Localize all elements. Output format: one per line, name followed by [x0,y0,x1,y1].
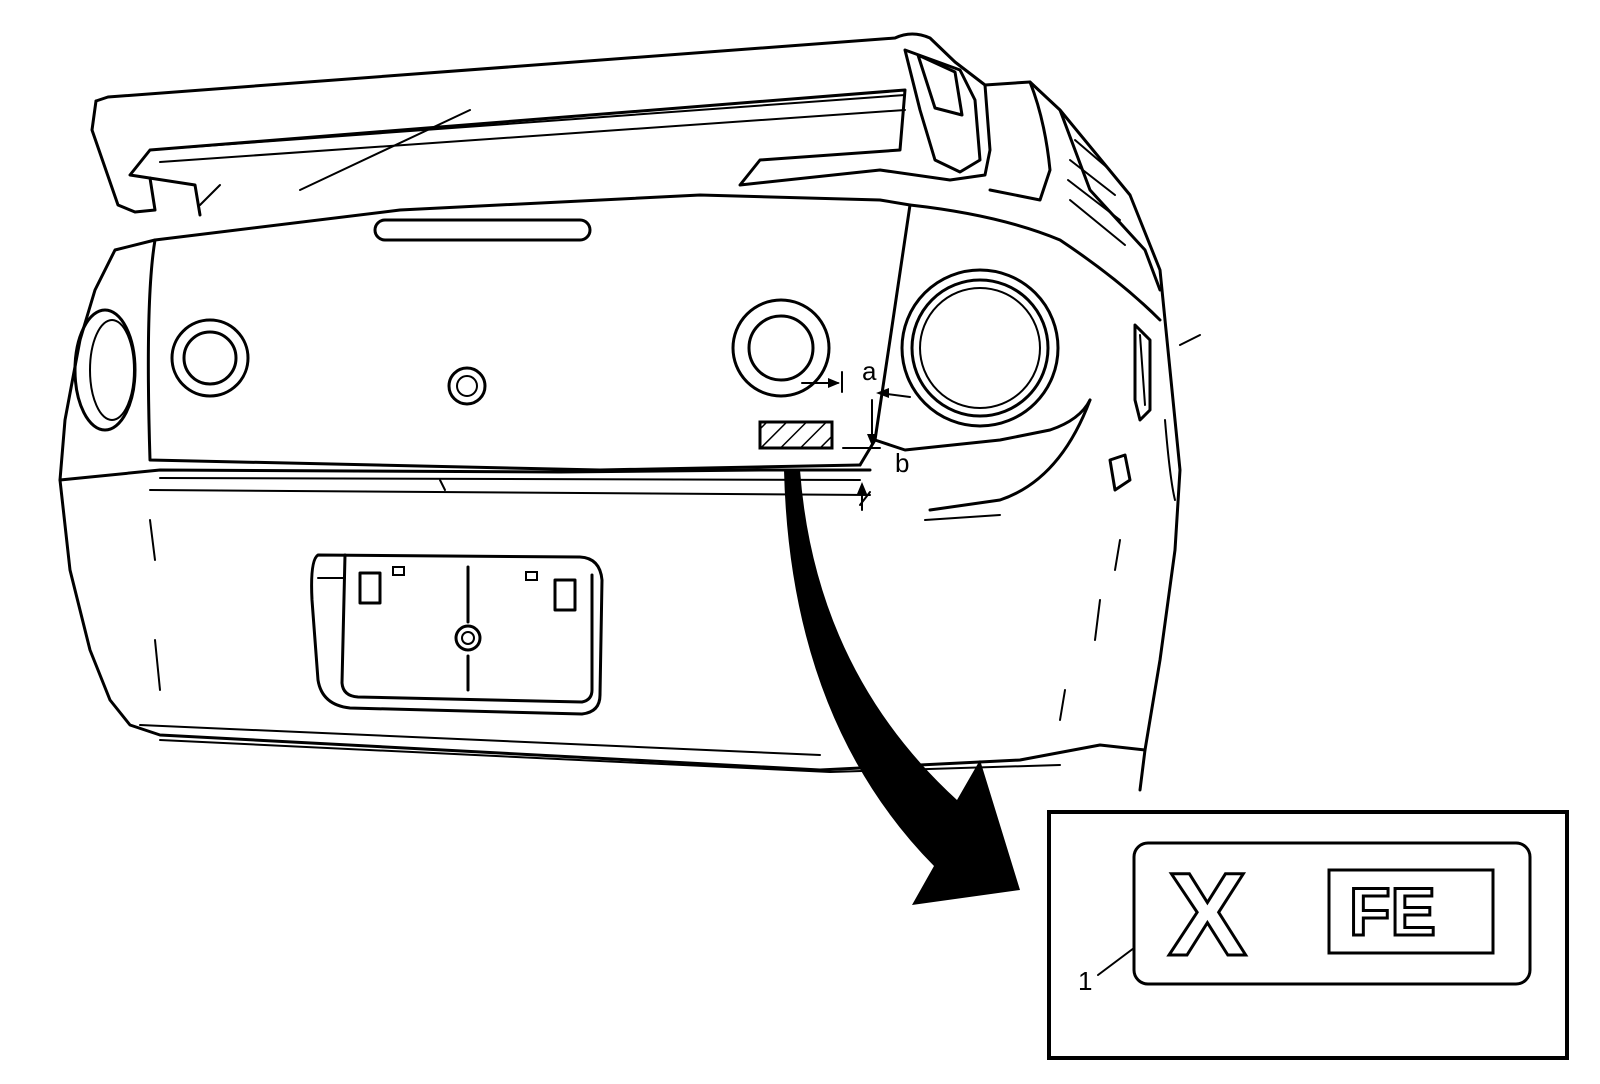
right-trunk-plug [731,298,831,398]
right-tail-lamp [900,268,1060,428]
emblem-location-hatched [758,420,834,450]
emblem-fe-box [1327,868,1495,955]
side-marker-lamp [1108,323,1152,492]
dimension-b: b [842,399,909,511]
callout-1: 1 [1078,966,1092,996]
quarter-panel-vent [1067,139,1126,246]
left-trunk-plug [170,318,250,398]
detail-inset: X FE 1 [1047,810,1569,1060]
callout-b: b [895,448,909,478]
emblem-letter-x: X [1168,849,1247,981]
left-tail-lamp [73,308,137,432]
emblem-letters-fe: FE [1349,874,1436,950]
curved-pointer-arrow [784,470,1020,905]
vehicle-body [58,80,1201,792]
rear-spoiler [90,32,992,217]
callout-a: a [862,356,877,386]
high-mount-stop-lamp [373,218,592,242]
license-plate-pocket [310,553,604,716]
trunk-lock-cylinder [447,366,487,406]
dimension-a: a [801,356,911,398]
